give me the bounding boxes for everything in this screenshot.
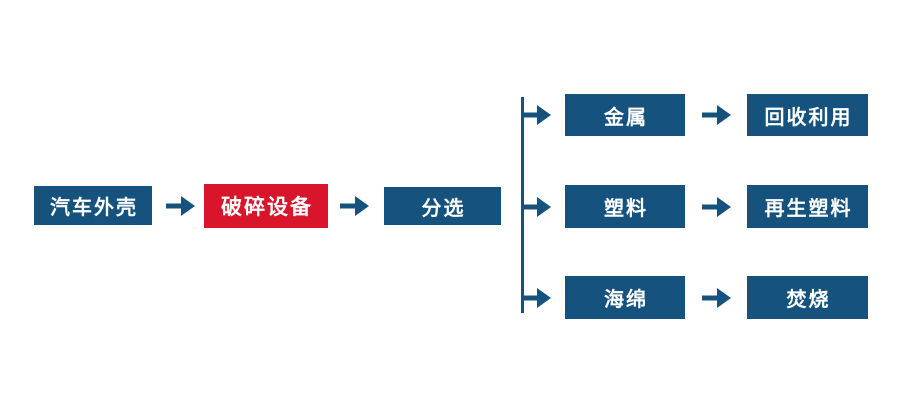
- node-sponge: 海绵: [565, 276, 685, 319]
- node-recycled-plastic-label: 再生塑料: [764, 198, 853, 220]
- arrow-right-icon: [521, 288, 551, 308]
- node-plastic-label: 塑料: [604, 198, 648, 220]
- node-metal-label: 金属: [604, 106, 648, 129]
- arrow-right-icon: [702, 197, 731, 217]
- node-plastic: 塑料: [565, 185, 685, 228]
- arrow-right-icon: [521, 105, 551, 125]
- node-recycling: 回收利用: [747, 94, 868, 136]
- node-incineration: 焚烧: [747, 276, 868, 319]
- arrow-right-icon: [340, 196, 369, 216]
- node-metal: 金属: [565, 94, 685, 136]
- node-sponge-label: 海绵: [604, 289, 648, 311]
- node-recycling-label: 回收利用: [764, 106, 853, 129]
- node-incineration-label: 焚烧: [786, 289, 831, 311]
- node-sorting: 分选: [384, 187, 501, 225]
- arrow-right-icon: [702, 288, 731, 308]
- node-crusher-label: 破碎设备: [221, 196, 313, 219]
- node-car-shell-label: 汽车外壳: [50, 197, 138, 219]
- arrow-right-icon: [702, 105, 731, 125]
- node-car-shell: 汽车外壳: [34, 186, 152, 225]
- arrow-right-icon: [521, 197, 551, 217]
- node-crusher: 破碎设备: [204, 184, 328, 228]
- node-recycled-plastic: 再生塑料: [747, 185, 868, 228]
- arrow-right-icon: [166, 196, 195, 216]
- node-sorting-label: 分选: [421, 197, 466, 220]
